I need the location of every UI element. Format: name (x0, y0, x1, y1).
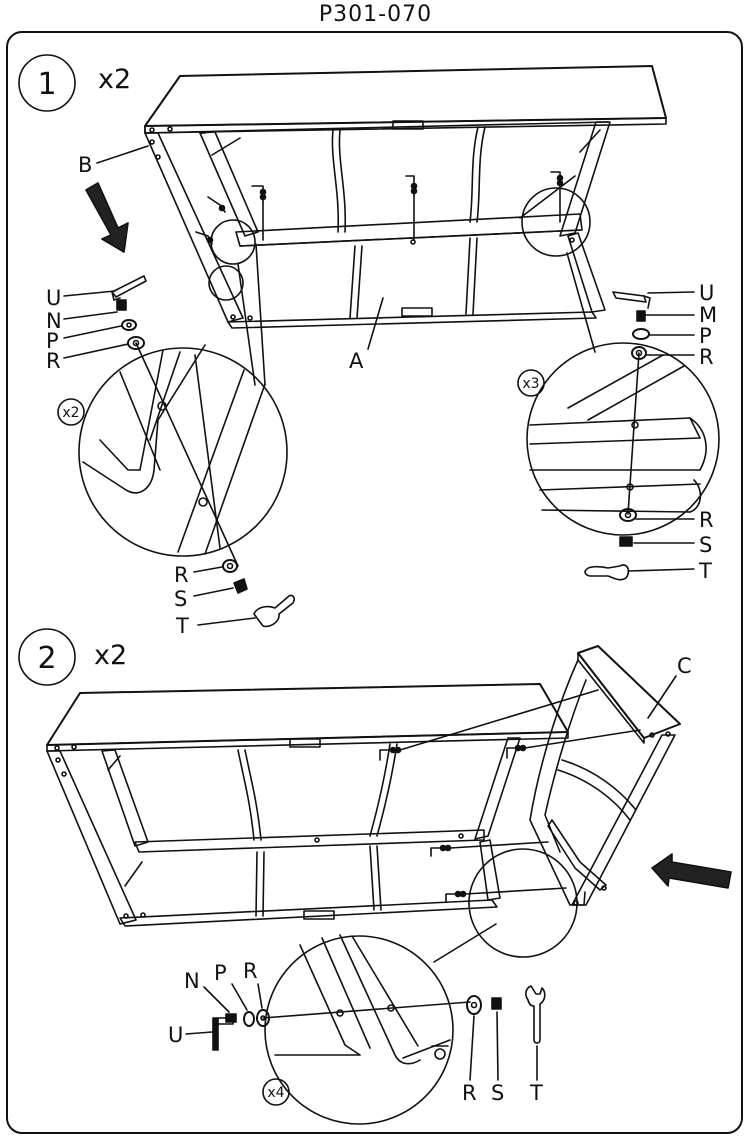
hw-step2-u: U (168, 1023, 183, 1047)
left-detail-magnified (78, 344, 288, 557)
instruction-frame (6, 31, 743, 1134)
step-1-circle (18, 54, 76, 112)
hw-left-r: R (46, 349, 61, 373)
hw-right-r: R (699, 345, 714, 369)
hw-right-r2: R (699, 508, 714, 532)
hw-step2-t: T (529, 1081, 543, 1105)
right-lower-hardware (584, 508, 637, 581)
hw-left-r2: R (174, 563, 189, 587)
hw-left-s: S (174, 587, 187, 611)
detail-marker-left-lower (208, 265, 244, 301)
step2-detail-magnified (264, 934, 454, 1125)
hw-left-p: P (46, 329, 59, 353)
hw-step2-r: R (243, 959, 258, 983)
part-label-a: A (349, 349, 364, 373)
hw-right-p: P (699, 324, 712, 348)
step-2-circle (18, 628, 76, 686)
left-hardware-stack (111, 275, 239, 567)
document-code: P301-070 (318, 2, 433, 27)
hw-step2-r2: R (462, 1081, 477, 1105)
step-1: 1 x2 (18, 54, 720, 638)
end-panel-c (529, 645, 681, 906)
step2-hardware-row (212, 985, 546, 1051)
hw-right-count: x3 (522, 376, 539, 392)
step-2: 2 x2 (18, 628, 732, 1125)
hw-left-count: x2 (62, 405, 79, 421)
hw-left-u: U (46, 286, 61, 310)
detail-marker-right (521, 187, 591, 257)
detail-marker-left (210, 219, 256, 265)
hw-step2-p: P (214, 961, 227, 985)
hw-right-s: S (699, 533, 712, 557)
part-label-b: B (78, 153, 92, 177)
hw-right-u: U (699, 281, 714, 305)
hw-left-t: T (175, 614, 189, 638)
detail-marker-step2 (468, 848, 578, 958)
hw-step2-count: x4 (267, 1085, 284, 1101)
hw-right-t: T (698, 559, 712, 583)
direction-arrow-left-icon (651, 853, 732, 889)
direction-arrow-down-icon (85, 182, 129, 253)
shelf-frame-2 (46, 683, 641, 927)
left-lower-hardware (222, 559, 296, 628)
hw-step2-n: N (184, 969, 200, 993)
hw-left-n: N (46, 309, 62, 333)
shelf-frame-1 (144, 65, 667, 386)
step-2-number: 2 (37, 641, 56, 676)
part-label-c: C (677, 654, 692, 678)
step-1-number: 1 (37, 67, 56, 102)
step-2-multiplier: x2 (94, 640, 127, 671)
right-detail-magnified (526, 342, 720, 536)
hw-step2-s: S (491, 1081, 504, 1105)
hw-right-m: M (699, 303, 717, 327)
step-1-multiplier: x2 (98, 64, 131, 95)
